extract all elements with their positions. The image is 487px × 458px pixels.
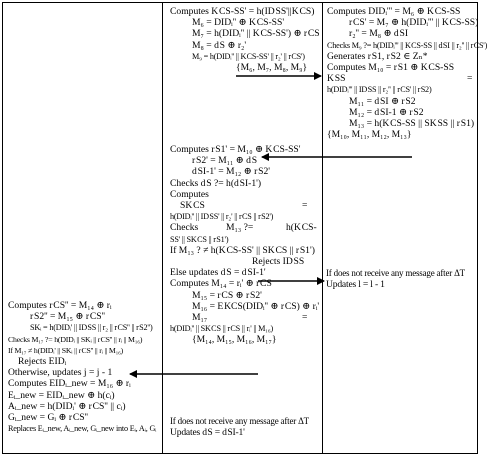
step-text: Computes EIDᵢ_new = M₁₆ ⊕ rᵢ	[8, 378, 131, 390]
step-text: Generates r S1, r S2 ∈ Zₙ*	[327, 50, 428, 62]
step-text: If M₁₃ ? ≠ h(K CS-SS' || SK CS || r S1')	[170, 244, 315, 256]
step-text: Computes r CS'' = M₁₄ ⊕ rᵢ	[8, 300, 112, 311]
step-text: K SS	[327, 73, 346, 85]
step-text: Checks M₉ ?= h(DIDᵢ''' || K CS-SS || d S…	[327, 40, 487, 50]
m17-line: M₁₇ =	[170, 312, 319, 323]
reject-label: Rejects ID SS	[252, 256, 305, 268]
step-text: Checks d S ?= h(d SI-1')	[170, 177, 262, 189]
step-text: h(DIDᵢ''' || ID SS || r₂'' || r CS' || r…	[327, 85, 432, 95]
step-text: h(K CS-	[286, 222, 317, 234]
sensor-timeout-note: If does not receive any message after ΔT…	[326, 268, 465, 290]
step-text: M₁₅ = r CS ⊕ r S2'	[192, 289, 262, 301]
step-text: Computes K CS-SS' = h(ID SS'||K CS)	[170, 6, 315, 17]
message-tuple: {M₁₄, M₁₅, M₁₆, M₁₇}	[192, 334, 277, 346]
step-text: Updates d S = d SI-1'	[170, 427, 245, 439]
step-text: M₁₃ = h(K CS-SS || SK SS || r S1)	[349, 118, 475, 130]
step-text: Computes M₁₄ = rᵢ' ⊕ r CS	[170, 278, 272, 290]
step-text: If M₁₇ ≠ h(DIDᵢ' || SKᵢ || r CS'' || rᵢ …	[8, 345, 124, 355]
step-text: M₁₁ = d SI ⊕ r S2	[349, 95, 416, 107]
skcs-line: SK CS =	[170, 200, 319, 211]
step-text: Computes DIDᵢ''' = M₆ ⊕ K CS-SS	[327, 6, 461, 17]
step-text: Otherwise, updates j = j - 1	[8, 367, 113, 379]
step-text: M₁₂ = d SI-1 ⊕ r S2	[349, 106, 424, 118]
step-text: h(DIDᵢ'' || SK CS || r CS || rᵢ' || M₁₆)	[170, 324, 273, 334]
step-text: M₆ = DIDᵢ'' ⊕ K CS-SS'	[192, 17, 285, 29]
server-compute-block-top: Computes K CS-SS' = h(ID SS'||K CS) M₆ =…	[170, 6, 320, 73]
step-text: Else updates d S = d SI-1'	[170, 267, 266, 279]
column-divider-left	[162, 2, 163, 454]
step-text: r S2' = M₁₁ ⊕ d S	[192, 155, 258, 167]
equals-sign: =	[467, 73, 473, 85]
step-text: M₁₆ = E KCS(DIDᵢ'' ⊕ r CS) ⊕ rᵢ'	[192, 300, 320, 312]
step-text: Eᵢ_new = EIDᵢ_new ⊕ h(cᵢ)	[8, 389, 115, 401]
step-text: M₈ = d S ⊕ r₂'	[192, 39, 247, 51]
step-text: SKᵢ = h(DIDᵢ' || ID SS || r₂ || r CS'' |…	[30, 323, 153, 333]
step-text: Aᵢ_new = h(DIDᵢ' ⊕ r CS'' || cᵢ)	[8, 400, 126, 412]
kss-line: K SS =	[327, 73, 487, 84]
step-text: SK CS	[180, 200, 205, 212]
step-text: r₂'' = M₈ ⊕ d SI	[349, 28, 409, 40]
checks-line: Checks M₁₃ ?= h(K CS-	[170, 222, 319, 233]
step-text: Checks	[170, 222, 199, 234]
equals-sign: =	[302, 312, 308, 324]
message-tuple: {M₁₀, M₁₁, M₁₂, M₁₃}	[327, 129, 412, 141]
step-text: Replaces Eᵢ_new, Aᵢ_new, Gᵢ_new into Eᵢ,…	[8, 424, 157, 434]
step-text: h(DIDᵢ'' || ID SS' || r₂' || r CS || r S…	[170, 212, 274, 222]
server-timeout-note: If does not receive any message after ΔT…	[170, 416, 309, 438]
step-text: Updates l = l - 1	[326, 279, 385, 291]
step-text: r CS' = M₇ ⊕ h(DIDᵢ''' || K CS-SS)	[349, 17, 479, 29]
column-divider-right	[322, 2, 323, 454]
step-text: M₉ = h(DIDᵢ'' || K CS-SS' || r₂' || r CS…	[192, 51, 305, 61]
step-text: If does not receive any message after ΔT	[326, 268, 465, 278]
equals-sign: =	[302, 200, 308, 212]
step-text: If does not receive any message after ΔT	[170, 416, 309, 426]
diagram-frame	[2, 2, 478, 454]
step-text: d SI-1' = M₁₂ ⊕ r S2'	[192, 166, 270, 178]
step-text: Computes M₁₀ = r S1 ⊕ K CS-SS	[327, 62, 455, 74]
step-text: M₁₇	[192, 312, 208, 324]
step-text: Computes	[170, 188, 209, 200]
step-text: M₇ = h(DIDᵢ'' || K CS-SS') ⊕ r CS	[192, 28, 320, 40]
step-text: Computes r S1' = M₁₀ ⊕ K CS-SS'	[170, 144, 301, 155]
step-text: SS' || SK CS || r S1')	[170, 234, 229, 244]
step-text: Gᵢ_new = Gᵢ ⊕ r CS''	[8, 412, 89, 424]
reject-label: Rejects EIDᵢ	[18, 356, 67, 368]
step-text: r S2'' = M₁₅ ⊕ r CS''	[30, 311, 106, 323]
step-text: M₁₃ ?=	[226, 222, 254, 234]
message-tuple: {M₆, M₇, M₈, M₉}	[236, 62, 308, 74]
step-text: Checks M₁₇ ?= h(DIDᵢ || SKᵢ || r CS'' ||…	[8, 334, 143, 344]
sensor-compute-block: Computes DIDᵢ''' = M₆ ⊕ K CS-SS r CS' = …	[327, 6, 487, 140]
user-compute-block: Computes r CS'' = M₁₄ ⊕ rᵢ r S2'' = M₁₅ …	[8, 300, 157, 434]
server-compute-block-bottom: Computes r S1' = M₁₀ ⊕ K CS-SS' r S2' = …	[170, 144, 319, 346]
